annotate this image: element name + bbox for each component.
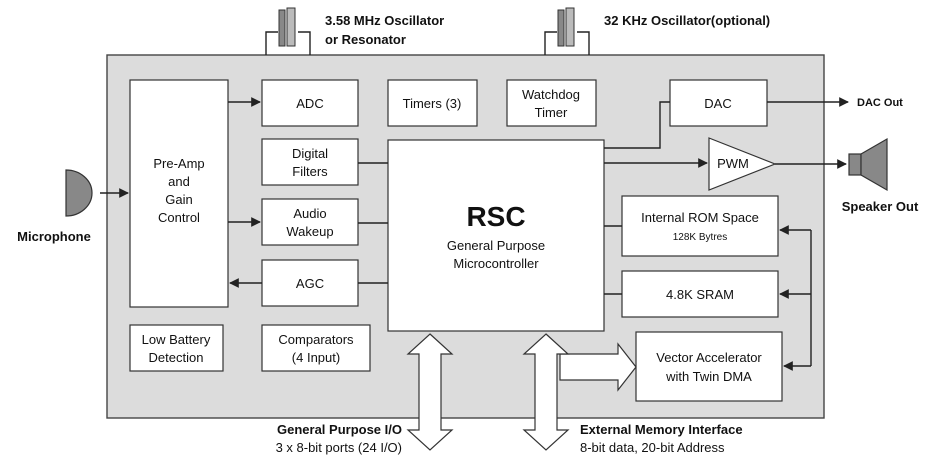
osc-main-label-1: 3.58 MHz Oscillator <box>325 13 444 28</box>
osc-main-label-2: or Resonator <box>325 32 406 47</box>
vector-label-2: with Twin DMA <box>665 369 752 384</box>
timers-label: Timers (3) <box>403 96 462 111</box>
preamp-label-1: Pre-Amp <box>153 156 204 171</box>
speaker-icon <box>848 137 888 192</box>
preamp-label-2: and <box>168 174 190 189</box>
low-battery-label-1: Low Battery <box>142 332 211 347</box>
comparators-label-2: (4 Input) <box>292 350 340 365</box>
osc-aux-label: 32 KHz Oscillator(optional) <box>604 13 770 28</box>
bus-to-vector-arrow <box>559 342 637 392</box>
preamp-label-3: Gain <box>165 192 192 207</box>
gpio-title: General Purpose I/O <box>277 422 402 437</box>
comparators-label-1: Comparators <box>278 332 354 347</box>
rsc-label-2: Microcontroller <box>453 256 539 271</box>
adc-block <box>261 79 359 127</box>
watchdog-label-1: Watchdog <box>522 87 580 102</box>
microphone-icon <box>65 169 93 217</box>
pwm-label: PWM <box>717 156 749 171</box>
audio-wakeup-label-1: Audio <box>293 206 326 221</box>
rom-label-2: 128K Bytres <box>673 232 727 243</box>
dac-label: DAC <box>704 96 731 111</box>
preamp-block <box>129 79 229 308</box>
low-battery-label-2: Detection <box>149 350 204 365</box>
pwm-block <box>708 137 777 191</box>
sram-block <box>621 270 779 318</box>
crystal-oscillator-aux-icon <box>544 7 590 55</box>
dac-out-label: DAC Out <box>857 97 903 109</box>
gpio-bus-arrow <box>406 333 454 451</box>
memory-bus-arrow <box>522 333 570 451</box>
watchdog-label-2: Timer <box>535 105 568 120</box>
comparators-block <box>261 324 371 372</box>
watchdog-block <box>506 79 597 127</box>
digital-filters-block <box>261 138 359 186</box>
rom-block <box>621 195 779 257</box>
memory-subtitle: 8-bit data, 20-bit Address <box>580 440 725 455</box>
preamp-label-4: Control <box>158 210 200 225</box>
memory-title: External Memory Interface <box>580 422 743 437</box>
rom-label-1: Internal ROM Space <box>641 210 759 225</box>
adc-label: ADC <box>296 96 323 111</box>
vector-accelerator-block <box>635 331 783 402</box>
crystal-oscillator-icon <box>265 7 311 55</box>
audio-wakeup-label-2: Wakeup <box>286 224 333 239</box>
rsc-title: RSC <box>466 201 525 232</box>
gpio-subtitle: 3 x 8-bit ports (24 I/O) <box>276 440 402 455</box>
speaker-out-label: Speaker Out <box>842 199 919 214</box>
timers-block <box>387 79 478 127</box>
low-battery-block <box>129 324 224 372</box>
audio-wakeup-block <box>261 198 359 246</box>
microphone-label: Microphone <box>17 229 91 244</box>
sram-label: 4.8K SRAM <box>666 287 734 302</box>
signal-wires <box>100 97 849 371</box>
digital-filters-label-2: Filters <box>292 164 328 179</box>
agc-label: AGC <box>296 276 324 291</box>
rsc-core-block <box>387 139 605 332</box>
dac-block <box>669 79 768 127</box>
rsc-label-1: General Purpose <box>447 238 545 253</box>
vector-label-1: Vector Accelerator <box>656 350 762 365</box>
digital-filters-label-1: Digital <box>292 146 328 161</box>
